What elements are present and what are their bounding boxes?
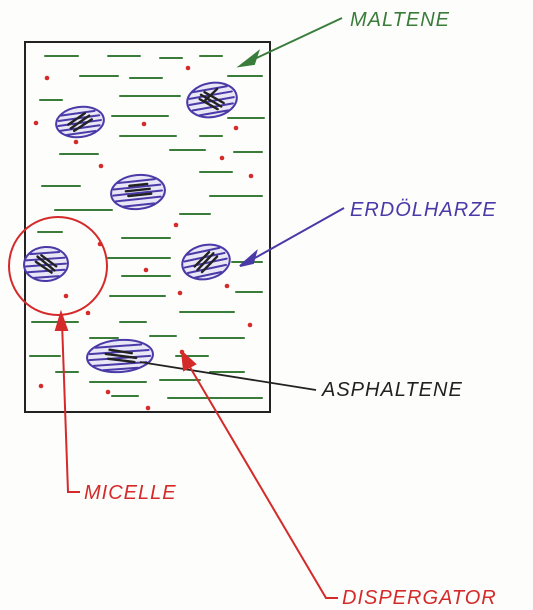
erdoelharze-label: ERDÖLHARZE <box>350 199 497 221</box>
dispergator-dot <box>248 323 253 328</box>
erdoelharze-arrowhead <box>240 252 256 266</box>
maltene-label: MALTENE <box>350 9 450 31</box>
micelle-2 <box>184 79 239 121</box>
dispergator-dot <box>99 164 104 169</box>
micelle-leader <box>56 313 80 492</box>
dispergator-dot <box>144 268 149 273</box>
dispergator-dot <box>178 291 183 296</box>
micelle-4 <box>23 246 69 283</box>
dispergator-arrowhead <box>182 352 195 370</box>
dispergator-dot <box>34 121 39 126</box>
maltene-arrowhead <box>240 52 258 66</box>
dispergator-label: DISPERGATOR <box>342 587 497 609</box>
micelle-6 <box>86 338 154 375</box>
dispergator-dot <box>106 390 111 395</box>
dispergator-dot <box>64 294 69 299</box>
dispergator-dot <box>142 122 147 127</box>
micelle-5 <box>179 240 233 283</box>
dispergator-dot <box>220 156 225 161</box>
dispergator-dot <box>234 126 239 131</box>
micelle-3 <box>109 172 166 211</box>
asphaltene-leader <box>140 362 316 390</box>
dispergator-dot <box>86 311 91 316</box>
dispergator-dot <box>249 174 254 179</box>
dispergator-dot <box>45 76 50 81</box>
dispergator-dot <box>225 284 230 289</box>
dispergator-dot <box>146 406 151 411</box>
dispergator-dot <box>174 223 179 228</box>
erdoelharze-leader <box>240 208 344 266</box>
dispergator-dot <box>74 140 79 145</box>
dispergator-dot <box>186 66 191 71</box>
micelle-1 <box>54 104 106 140</box>
dispergator-dot <box>39 384 44 389</box>
asphaltene-label: ASPHALTENE <box>321 379 463 401</box>
micelle-label: MICELLE <box>84 482 177 504</box>
